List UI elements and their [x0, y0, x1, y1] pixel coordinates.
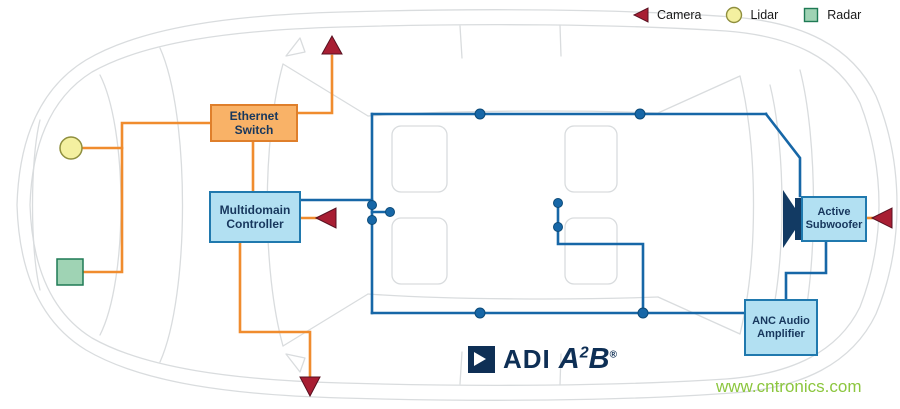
- subwoofer-speaker-icon: [783, 190, 805, 248]
- speaker-node-dot: [367, 200, 377, 210]
- anc-amplifier-label: ANC Audio Amplifier: [752, 314, 810, 340]
- speaker-node-dot: [637, 307, 649, 319]
- blue-wiring: [299, 112, 828, 315]
- legend-item-camera: Camera: [632, 6, 701, 24]
- speaker-node-dot: [385, 207, 395, 217]
- legend-label-lidar: Lidar: [750, 8, 779, 22]
- camera-icon: [870, 207, 893, 229]
- camera-icon: [314, 207, 337, 229]
- adi-logo-icon: [468, 346, 495, 373]
- camera-icon: [321, 34, 343, 55]
- wire-switch-to-top-camera: [296, 54, 334, 115]
- lidar-icon: [726, 6, 743, 24]
- speaker-node-dot: [367, 215, 377, 225]
- speaker-node-dots: [367, 108, 649, 319]
- speaker-node-dot: [634, 108, 646, 120]
- legend-label-camera: Camera: [657, 8, 702, 22]
- legend-item-radar: Radar: [802, 6, 861, 24]
- radar-icon: [56, 258, 84, 286]
- camera-icon: [299, 376, 321, 398]
- camera-icons: [299, 34, 893, 398]
- speaker-node-dot: [474, 108, 486, 120]
- a2b-letter-b: B: [588, 343, 610, 375]
- camera-icon: [632, 7, 649, 23]
- orange-wiring: [80, 54, 876, 380]
- wire-radar-to-switch: [81, 121, 212, 274]
- wire-subwoofer-to-anc: [784, 240, 828, 301]
- registered-mark: ®: [609, 349, 617, 361]
- watermark-text: www.cntronics.com: [716, 377, 862, 396]
- anc-amplifier-node: ANC Audio Amplifier: [744, 299, 818, 356]
- adi-a2b-logo: ADI A2B®: [468, 343, 617, 376]
- legend: Camera Lidar Radar: [632, 6, 861, 24]
- adi-logo-triangle-icon: [474, 352, 486, 366]
- speaker-node-dot: [553, 222, 563, 232]
- speaker-node-dot: [474, 307, 486, 319]
- speaker-node-dot: [553, 198, 563, 208]
- active-subwoofer-label: Active Subwoofer: [805, 206, 863, 231]
- radar-icon: [804, 7, 819, 23]
- a2b-letter-a: A: [558, 343, 580, 375]
- ethernet-switch-node: Ethernet Switch: [210, 104, 298, 142]
- wire-bus-to-subwoofer: [764, 112, 802, 198]
- ethernet-switch-label: Ethernet Switch: [229, 108, 279, 137]
- adi-brand-text: ADI: [503, 344, 551, 374]
- legend-label-radar: Radar: [827, 8, 862, 22]
- legend-item-lidar: Lidar: [725, 6, 778, 24]
- a2b-exponent: 2: [579, 344, 589, 362]
- multidomain-controller-label: Multidomain Controller: [219, 202, 291, 231]
- a2b-product-text: A2B®: [559, 343, 617, 376]
- lidar-icon: [59, 136, 83, 160]
- multidomain-controller-node: Multidomain Controller: [209, 191, 301, 243]
- active-subwoofer-node: Active Subwoofer: [801, 196, 867, 242]
- wire-controller-to-bottom-camera: [238, 241, 312, 380]
